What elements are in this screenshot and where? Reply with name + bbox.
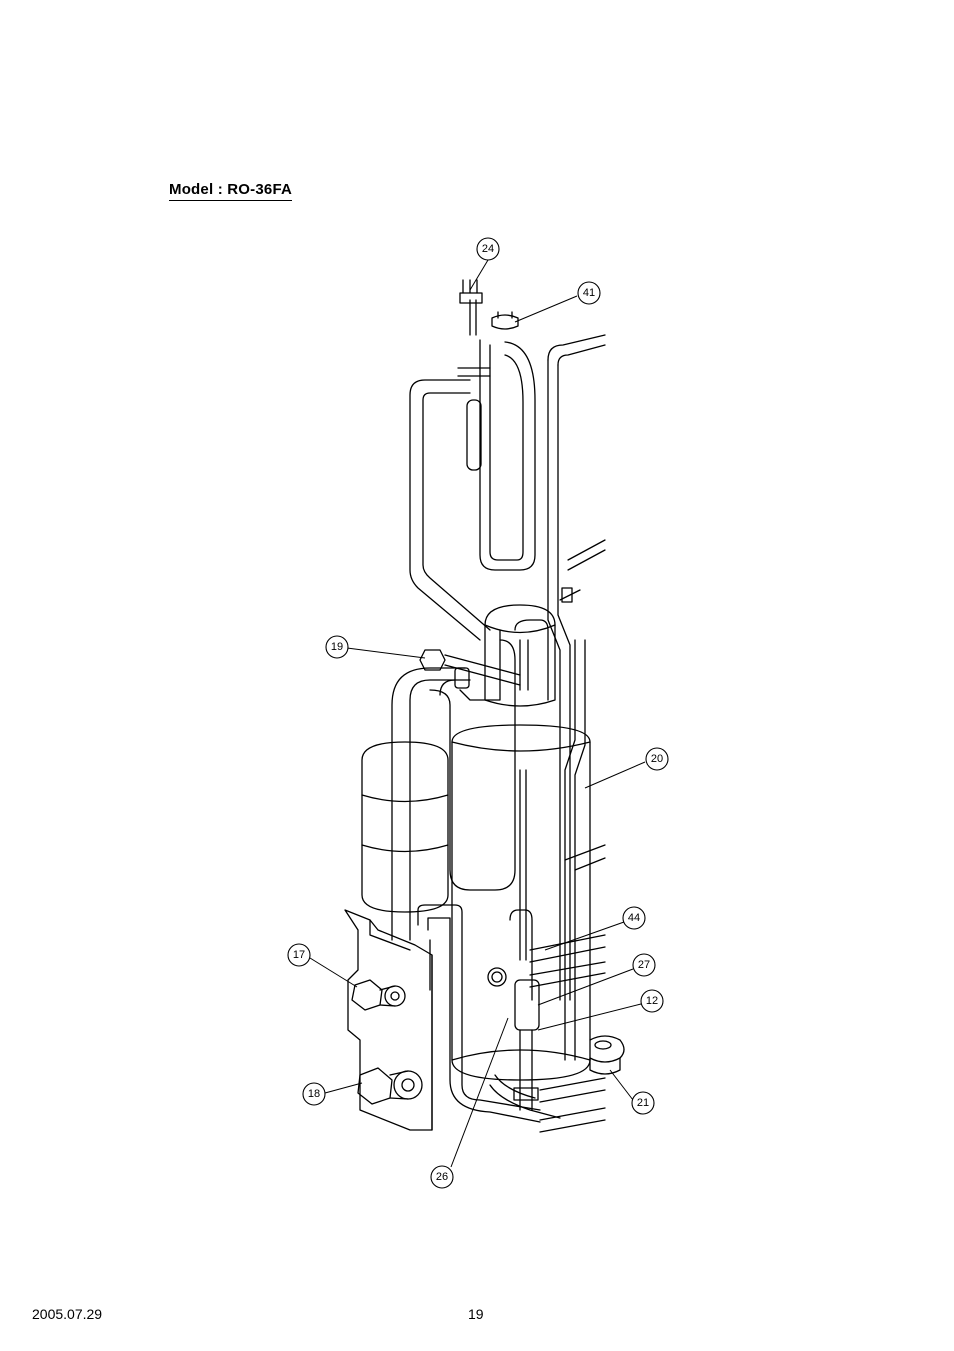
footer-date: 2005.07.29 xyxy=(32,1306,103,1322)
model-title: Model : RO-36FA xyxy=(169,181,293,201)
callout-label-21: 21 xyxy=(637,1097,649,1109)
callout-label-19: 19 xyxy=(331,641,343,653)
callout-circle-21 xyxy=(631,1091,655,1115)
callout-circle-19 xyxy=(325,635,349,659)
callout-circle-17 xyxy=(287,943,311,967)
valve-19-fitting xyxy=(419,649,521,689)
callout-circle-41 xyxy=(577,281,601,305)
pipe-stubs xyxy=(529,844,606,1133)
callout-circle-27 xyxy=(632,953,656,977)
callout-label-18: 18 xyxy=(308,1088,320,1100)
callout-label-27: 27 xyxy=(638,959,650,971)
callout-circle-12 xyxy=(640,989,664,1013)
service-valve-17 xyxy=(351,979,406,1011)
callout-label-17: 17 xyxy=(293,949,305,961)
service-valve-18 xyxy=(357,1067,423,1105)
callout-circle-24 xyxy=(476,237,500,261)
callout-circle-18 xyxy=(302,1082,326,1106)
accumulator-body xyxy=(361,741,449,913)
callout-label-24: 24 xyxy=(482,243,494,255)
lower-left-pipes xyxy=(417,904,541,1123)
compressor-body xyxy=(451,724,591,1081)
callout-label-41: 41 xyxy=(583,287,595,299)
callout-circle-20 xyxy=(645,747,669,771)
sensor-pipe xyxy=(457,279,536,571)
page-number: 19 xyxy=(468,1306,484,1322)
mounting-foot xyxy=(589,1035,625,1075)
callout-label-26: 26 xyxy=(436,1171,448,1183)
callout-label-44: 44 xyxy=(628,912,640,924)
callout-circle-44 xyxy=(622,906,646,930)
discharge-pipe-loop xyxy=(409,379,491,641)
callout-label-20: 20 xyxy=(651,753,663,765)
right-vertical-pipes xyxy=(547,334,606,1061)
suction-pipe xyxy=(391,619,549,941)
valve-mounting-plate xyxy=(344,909,433,1131)
callout-label-12: 12 xyxy=(646,995,658,1007)
strainer-assembly xyxy=(487,769,540,1111)
leader-lines xyxy=(309,259,646,1168)
base-pipes xyxy=(489,1074,561,1119)
callout-circle-26 xyxy=(430,1165,454,1189)
thermostat-part-41 xyxy=(491,311,519,330)
